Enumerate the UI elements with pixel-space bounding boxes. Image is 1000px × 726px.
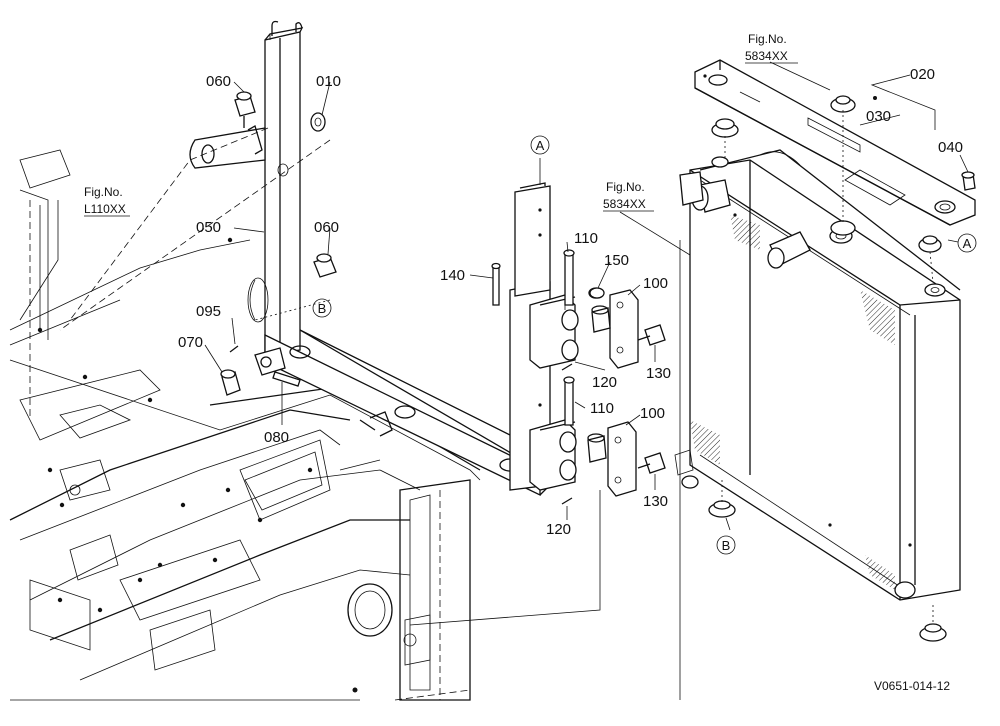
drawing-code: V0651-014-12 bbox=[874, 679, 950, 693]
label-060-top: 060 bbox=[206, 73, 231, 90]
circled-b-bottom: B bbox=[722, 538, 731, 553]
bolts bbox=[637, 324, 666, 474]
upper-stay bbox=[694, 59, 976, 226]
pins bbox=[491, 249, 575, 505]
radiator bbox=[674, 149, 961, 601]
label-040: 040 bbox=[938, 139, 963, 156]
circled-a-top: A bbox=[536, 138, 545, 153]
hinge-upper bbox=[529, 287, 639, 369]
label-100-bottom: 100 bbox=[640, 405, 665, 422]
label-120-bottom: 120 bbox=[546, 521, 571, 538]
fig-ref-1-line2: L110XX bbox=[84, 202, 126, 216]
fig-ref-1-line1: Fig.No. bbox=[84, 185, 123, 199]
fig-ref-2-line2: 5834XX bbox=[603, 197, 646, 211]
label-080: 080 bbox=[264, 429, 289, 446]
label-110-top: 110 bbox=[574, 230, 598, 247]
fig-ref-3-line2: 5834XX bbox=[745, 49, 788, 63]
small-parts bbox=[220, 91, 337, 396]
label-150: 150 bbox=[604, 252, 629, 269]
machine-frame bbox=[9, 149, 481, 701]
leader-lines bbox=[19, 61, 969, 700]
part-labels: 060 010 050 060 095 070 080 140 110 150 … bbox=[178, 66, 963, 538]
circled-a-right: A bbox=[963, 236, 972, 251]
radiator-support-frame bbox=[189, 20, 551, 497]
fig-ref-2-line1: Fig.No. bbox=[606, 180, 645, 194]
label-060-mid: 060 bbox=[314, 219, 339, 236]
label-030: 030 bbox=[866, 108, 891, 125]
circled-references: A A B B bbox=[312, 135, 977, 555]
fig-ref-3-line1: Fig.No. bbox=[748, 32, 787, 46]
label-020: 020 bbox=[910, 66, 935, 83]
figure-references: Fig.No. L110XX Fig.No. 5834XX Fig.No. 58… bbox=[84, 32, 798, 217]
label-010: 010 bbox=[316, 73, 341, 90]
label-120-top: 120 bbox=[592, 374, 617, 391]
label-100-top: 100 bbox=[643, 275, 668, 292]
hinge-lower bbox=[529, 419, 637, 497]
label-110-bottom: 110 bbox=[590, 400, 614, 417]
label-095: 095 bbox=[196, 303, 221, 320]
label-130-top: 130 bbox=[646, 365, 671, 382]
label-130-bottom: 130 bbox=[643, 493, 668, 510]
label-050: 050 bbox=[196, 219, 221, 236]
circled-b-mid: B bbox=[318, 301, 327, 316]
label-140: 140 bbox=[440, 267, 465, 284]
label-070: 070 bbox=[178, 334, 203, 351]
